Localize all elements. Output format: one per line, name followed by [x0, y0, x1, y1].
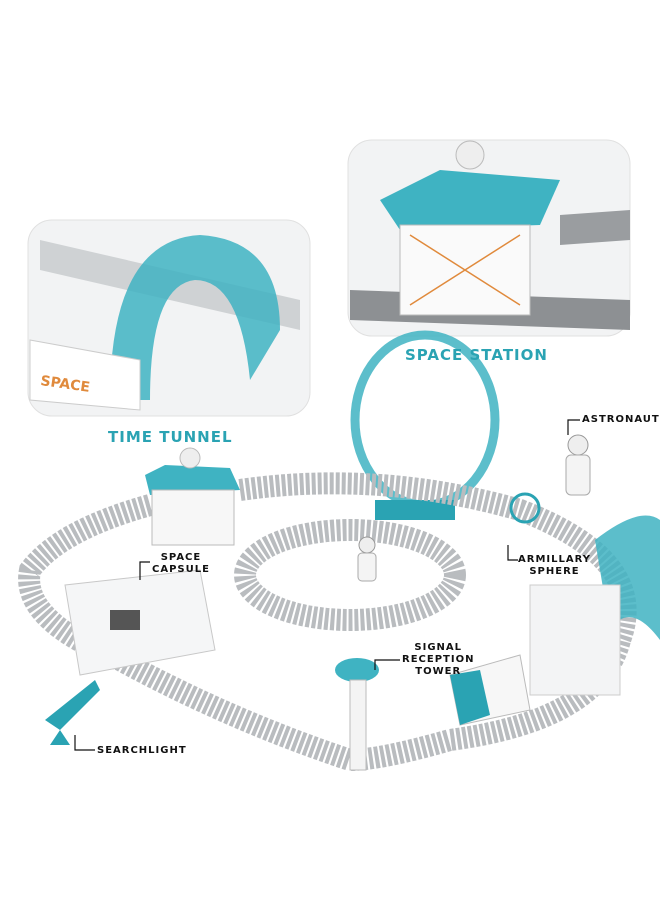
label-line: SPHERE [529, 566, 580, 577]
label-line: ARMILLARY [518, 554, 591, 565]
signal-tower-label: SIGNAL RECEPTION TOWER [402, 642, 474, 678]
leader-lines [74, 419, 580, 751]
armillary-sphere [509, 492, 541, 524]
label-line: SIGNAL [414, 642, 463, 653]
label-line: TOWER [415, 666, 462, 677]
armillary-sphere-label: ARMILLARY SPHERE [518, 554, 591, 578]
track-layout [18, 472, 637, 771]
space-station [145, 447, 240, 546]
gate [529, 584, 621, 696]
space-capsule [64, 569, 216, 676]
astronaut-label: ASTRONAUT [582, 414, 660, 425]
searchlight [45, 680, 100, 745]
space-station-inset [347, 139, 631, 337]
label-line: CAPSULE [152, 564, 210, 575]
svg-text:SPACE: SPACE [39, 373, 90, 396]
time-tunnel-label: TIME TUNNEL [108, 428, 233, 446]
label-line: RECEPTION [402, 654, 475, 665]
searchlight-label: SEARCHLIGHT [97, 745, 187, 756]
train [449, 654, 531, 726]
time-tunnel-inset: SPACE [27, 219, 311, 417]
space-station-label: SPACE STATION [405, 346, 548, 364]
space-capsule-label: SPACE CAPSULE [152, 552, 210, 576]
signal-tower [335, 658, 379, 771]
label-line: SPACE [160, 552, 202, 563]
astronaut-figure [357, 434, 591, 582]
